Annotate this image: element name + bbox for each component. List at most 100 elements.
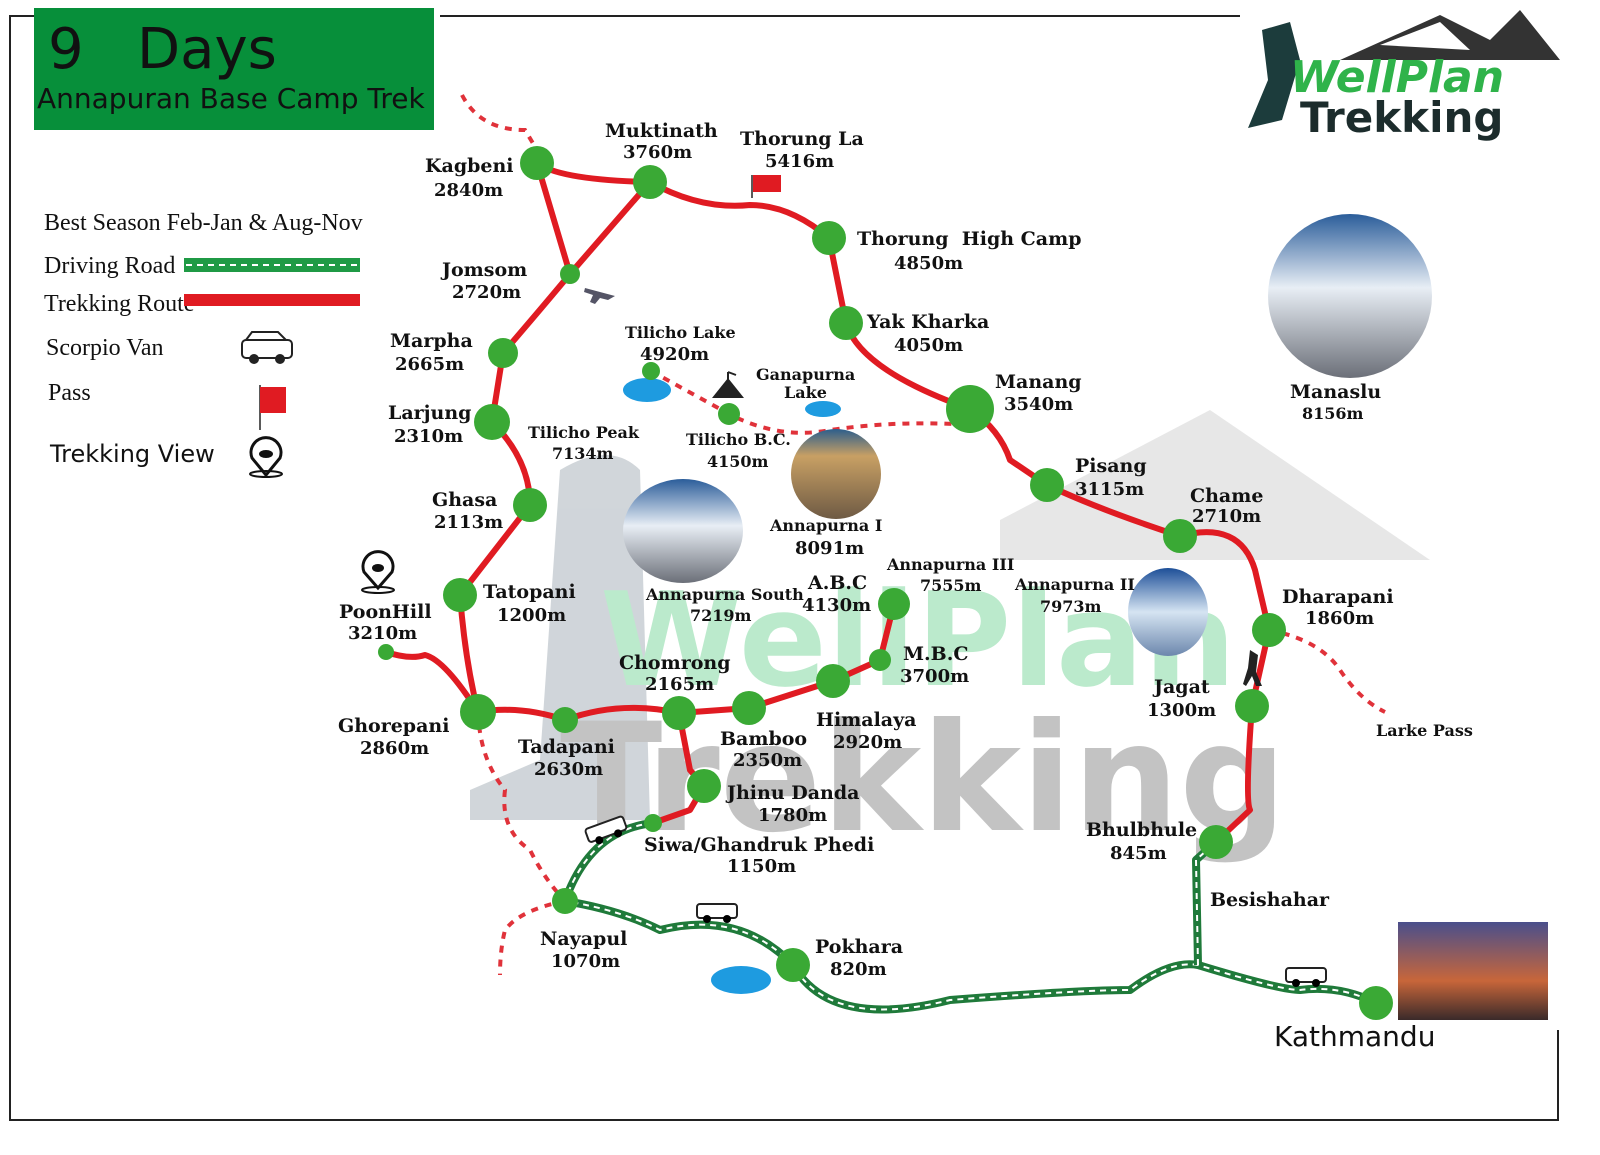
alt-chame: 2710m (1192, 506, 1261, 527)
airplane-icon (584, 288, 615, 304)
node-muktinath[interactable] (633, 165, 667, 199)
label-siwa: Siwa/Ghandruk Phedi (644, 834, 874, 856)
lakes (623, 378, 841, 994)
logo-text-top: WellPlan (1290, 52, 1504, 103)
label-thorung-high-camp: Thorung High Camp (857, 228, 1081, 250)
alt-ghasa: 2113m (434, 512, 503, 533)
watermark-top: WellPlan (600, 564, 1236, 716)
node-tatopani[interactable] (443, 578, 477, 612)
node-pisang[interactable] (1030, 468, 1064, 502)
legend-van-label: Scorpio Van (46, 335, 164, 361)
node-kagbeni[interactable] (520, 146, 554, 180)
node-jomsom[interactable] (560, 264, 580, 284)
label-tilicho-peak: Tilicho Peak (528, 423, 640, 442)
legend: Best Season Feb-Jan & Aug-Nov Driving Ro… (44, 210, 363, 478)
alt-tatopani: 1200m (497, 605, 566, 626)
node-larjung[interactable] (474, 404, 510, 440)
node-marpha[interactable] (488, 338, 518, 368)
label-besishahar: Besishahar (1210, 889, 1330, 911)
node-chomrong[interactable] (662, 696, 696, 730)
node-abc[interactable] (878, 588, 910, 620)
alt-abc: 4130m (802, 595, 871, 616)
label-manaslu: Manaslu (1290, 381, 1381, 403)
label-larke-pass: Larke Pass (1376, 721, 1473, 740)
node-manang[interactable] (946, 385, 994, 433)
flag-icon (259, 385, 286, 430)
node-jagat[interactable] (1235, 689, 1269, 723)
label-bamboo: Bamboo (720, 728, 807, 750)
label-tadapani: Tadapani (518, 736, 615, 758)
node-dharapani[interactable] (1252, 613, 1286, 647)
label-kathmandu: Kathmandu (1274, 1020, 1435, 1053)
label-manang: Manang (995, 371, 1082, 393)
node-bhulbhule[interactable] (1199, 825, 1233, 859)
alt-annapurna-iii: 7555m (920, 576, 982, 595)
alt-jomsom: 2720m (452, 282, 521, 303)
label-himalaya: Himalaya (816, 709, 916, 731)
node-tadapani[interactable] (552, 707, 578, 733)
node-ghasa[interactable] (513, 488, 547, 522)
node-thorung-high-camp[interactable] (812, 221, 846, 255)
alt-chomrong: 2165m (645, 674, 714, 695)
hiker-icon (1248, 22, 1300, 128)
kathmandu-photo (1398, 922, 1548, 1020)
label-tatopani: Tatopani (483, 581, 576, 603)
label-poonhill: PoonHill (339, 601, 432, 623)
legend-pass-label: Pass (48, 380, 91, 406)
label-chomrong: Chomrong (619, 652, 731, 674)
node-himalaya[interactable] (816, 664, 850, 698)
label-jagat: Jagat (1152, 676, 1210, 698)
alt-bhulbhule: 845m (1110, 843, 1167, 864)
label-pokhara: Pokhara (815, 936, 903, 958)
route-nodes (378, 146, 1393, 1020)
label-annapurna-ii: Annapurna II (1014, 575, 1135, 594)
node-tilicho-lake[interactable] (642, 362, 660, 380)
alt-kagbeni: 2840m (434, 180, 503, 201)
viewpoint-icon (361, 550, 395, 594)
node-jhinu-danda[interactable] (687, 769, 721, 803)
node-bamboo[interactable] (732, 691, 766, 725)
node-pokhara[interactable] (776, 948, 810, 982)
label-annapurna-south: Annapurna South (645, 585, 804, 604)
label-tilicho-bc: Tilicho B.C. (686, 430, 791, 449)
alt-jagat: 1300m (1147, 700, 1216, 721)
label-annapurna-iii: Annapurna III (886, 555, 1014, 574)
alt-pisang: 3115m (1075, 479, 1144, 500)
alt-siwa: 1150m (727, 856, 796, 877)
alt-annapurna-ii: 7973m (1040, 597, 1102, 616)
label-ghasa: Ghasa (432, 489, 497, 511)
node-chame[interactable] (1163, 519, 1197, 553)
hiker-icon (1243, 650, 1262, 686)
label-thorung-la: Thorung La (740, 128, 864, 150)
alt-ghorepani: 2860m (360, 738, 429, 759)
alt-poonhill: 3210m (348, 623, 417, 644)
node-yak-kharka[interactable] (829, 306, 863, 340)
alt-tilicho-bc: 4150m (707, 452, 769, 471)
label-larjung: Larjung (388, 402, 471, 424)
label-jhinu-danda: Jhinu Danda (725, 782, 859, 804)
alt-thorung-high-camp: 4850m (894, 253, 963, 274)
alt-annapurna-south: 7219m (690, 606, 752, 625)
title-subtitle: Annapuran Base Camp Trek (37, 82, 425, 115)
alt-bamboo: 2350m (733, 750, 802, 771)
node-poonhill[interactable] (378, 644, 394, 660)
node-mbc[interactable] (869, 649, 891, 671)
label-bhulbhule: Bhulbhule (1086, 819, 1197, 841)
label-ganapurna-lake-2: Lake (784, 383, 827, 402)
side-trails (460, 94, 1386, 976)
viewpoint-icon (249, 436, 283, 478)
label-ganapurna-lake: Ganapurna (756, 365, 855, 384)
node-ghorepani[interactable] (460, 694, 496, 730)
node-kathmandu[interactable] (1359, 986, 1393, 1020)
node-tilicho-bc[interactable] (718, 403, 740, 425)
alt-thorung-la: 5416m (765, 151, 834, 172)
label-yak-kharka: Yak Kharka (866, 311, 989, 333)
alt-pokhara: 820m (830, 959, 887, 980)
label-annapurna-i: Annapurna I (769, 516, 882, 535)
node-siwa[interactable] (644, 814, 662, 832)
title-box (34, 8, 434, 130)
label-dharapani: Dharapani (1282, 586, 1394, 608)
node-nayapul[interactable] (552, 888, 578, 914)
alt-tilicho-lake: 4920m (640, 344, 709, 365)
